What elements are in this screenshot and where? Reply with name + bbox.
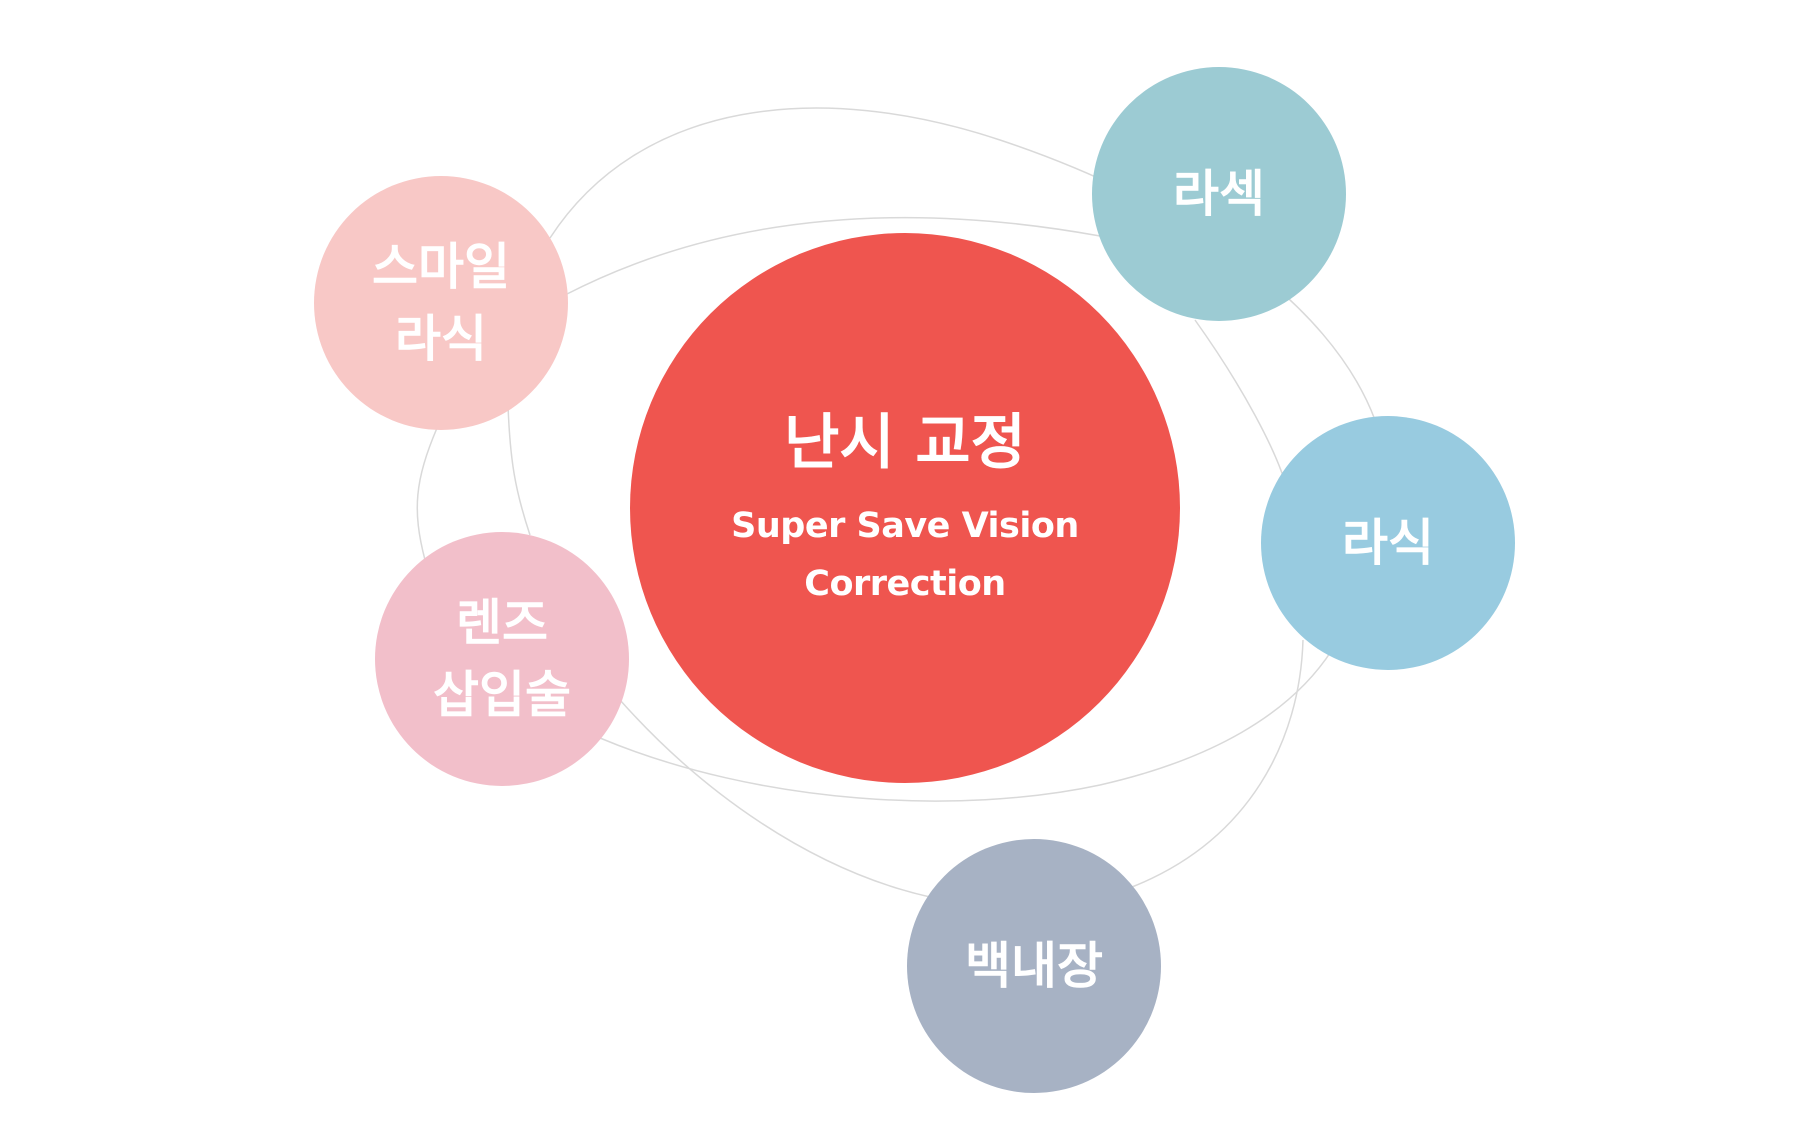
node-lasik-label: 라식 [1342, 514, 1434, 572]
orbit-line-left-outer [416, 427, 438, 561]
node-lasek-label: 라섹 [1173, 165, 1265, 223]
center-subtitle: Super Save Vision Correction [731, 506, 1079, 604]
center-title: 난시 교정 [784, 408, 1026, 478]
node-cataract-label: 백내장 [965, 937, 1103, 995]
orbit-line-left-inner [507, 404, 531, 536]
node-cataract[interactable]: 백내장 [907, 839, 1161, 1093]
node-smile-lasik[interactable]: 스마일 라식 [314, 176, 568, 430]
node-lens-implant[interactable]: 렌즈 삽입술 [375, 532, 629, 786]
node-lasek[interactable]: 라섹 [1092, 67, 1346, 321]
node-lasik[interactable]: 라식 [1261, 416, 1515, 670]
orbit-line-outer-top [549, 107, 1376, 421]
orbit-line-right-lower [1131, 639, 1304, 888]
node-smile-lasik-label: 스마일 라식 [372, 238, 510, 368]
node-lens-implant-label: 렌즈 삽입술 [433, 594, 571, 724]
orbit-line-top-ellipse [564, 216, 1101, 296]
center-circle-astigmatism: 난시 교정 Super Save Vision Correction [630, 233, 1180, 783]
orbit-line-right-upper [1194, 319, 1286, 483]
orbit-line-lower-left [619, 699, 931, 898]
orbit-line-bottom-ellipse [599, 649, 1333, 802]
